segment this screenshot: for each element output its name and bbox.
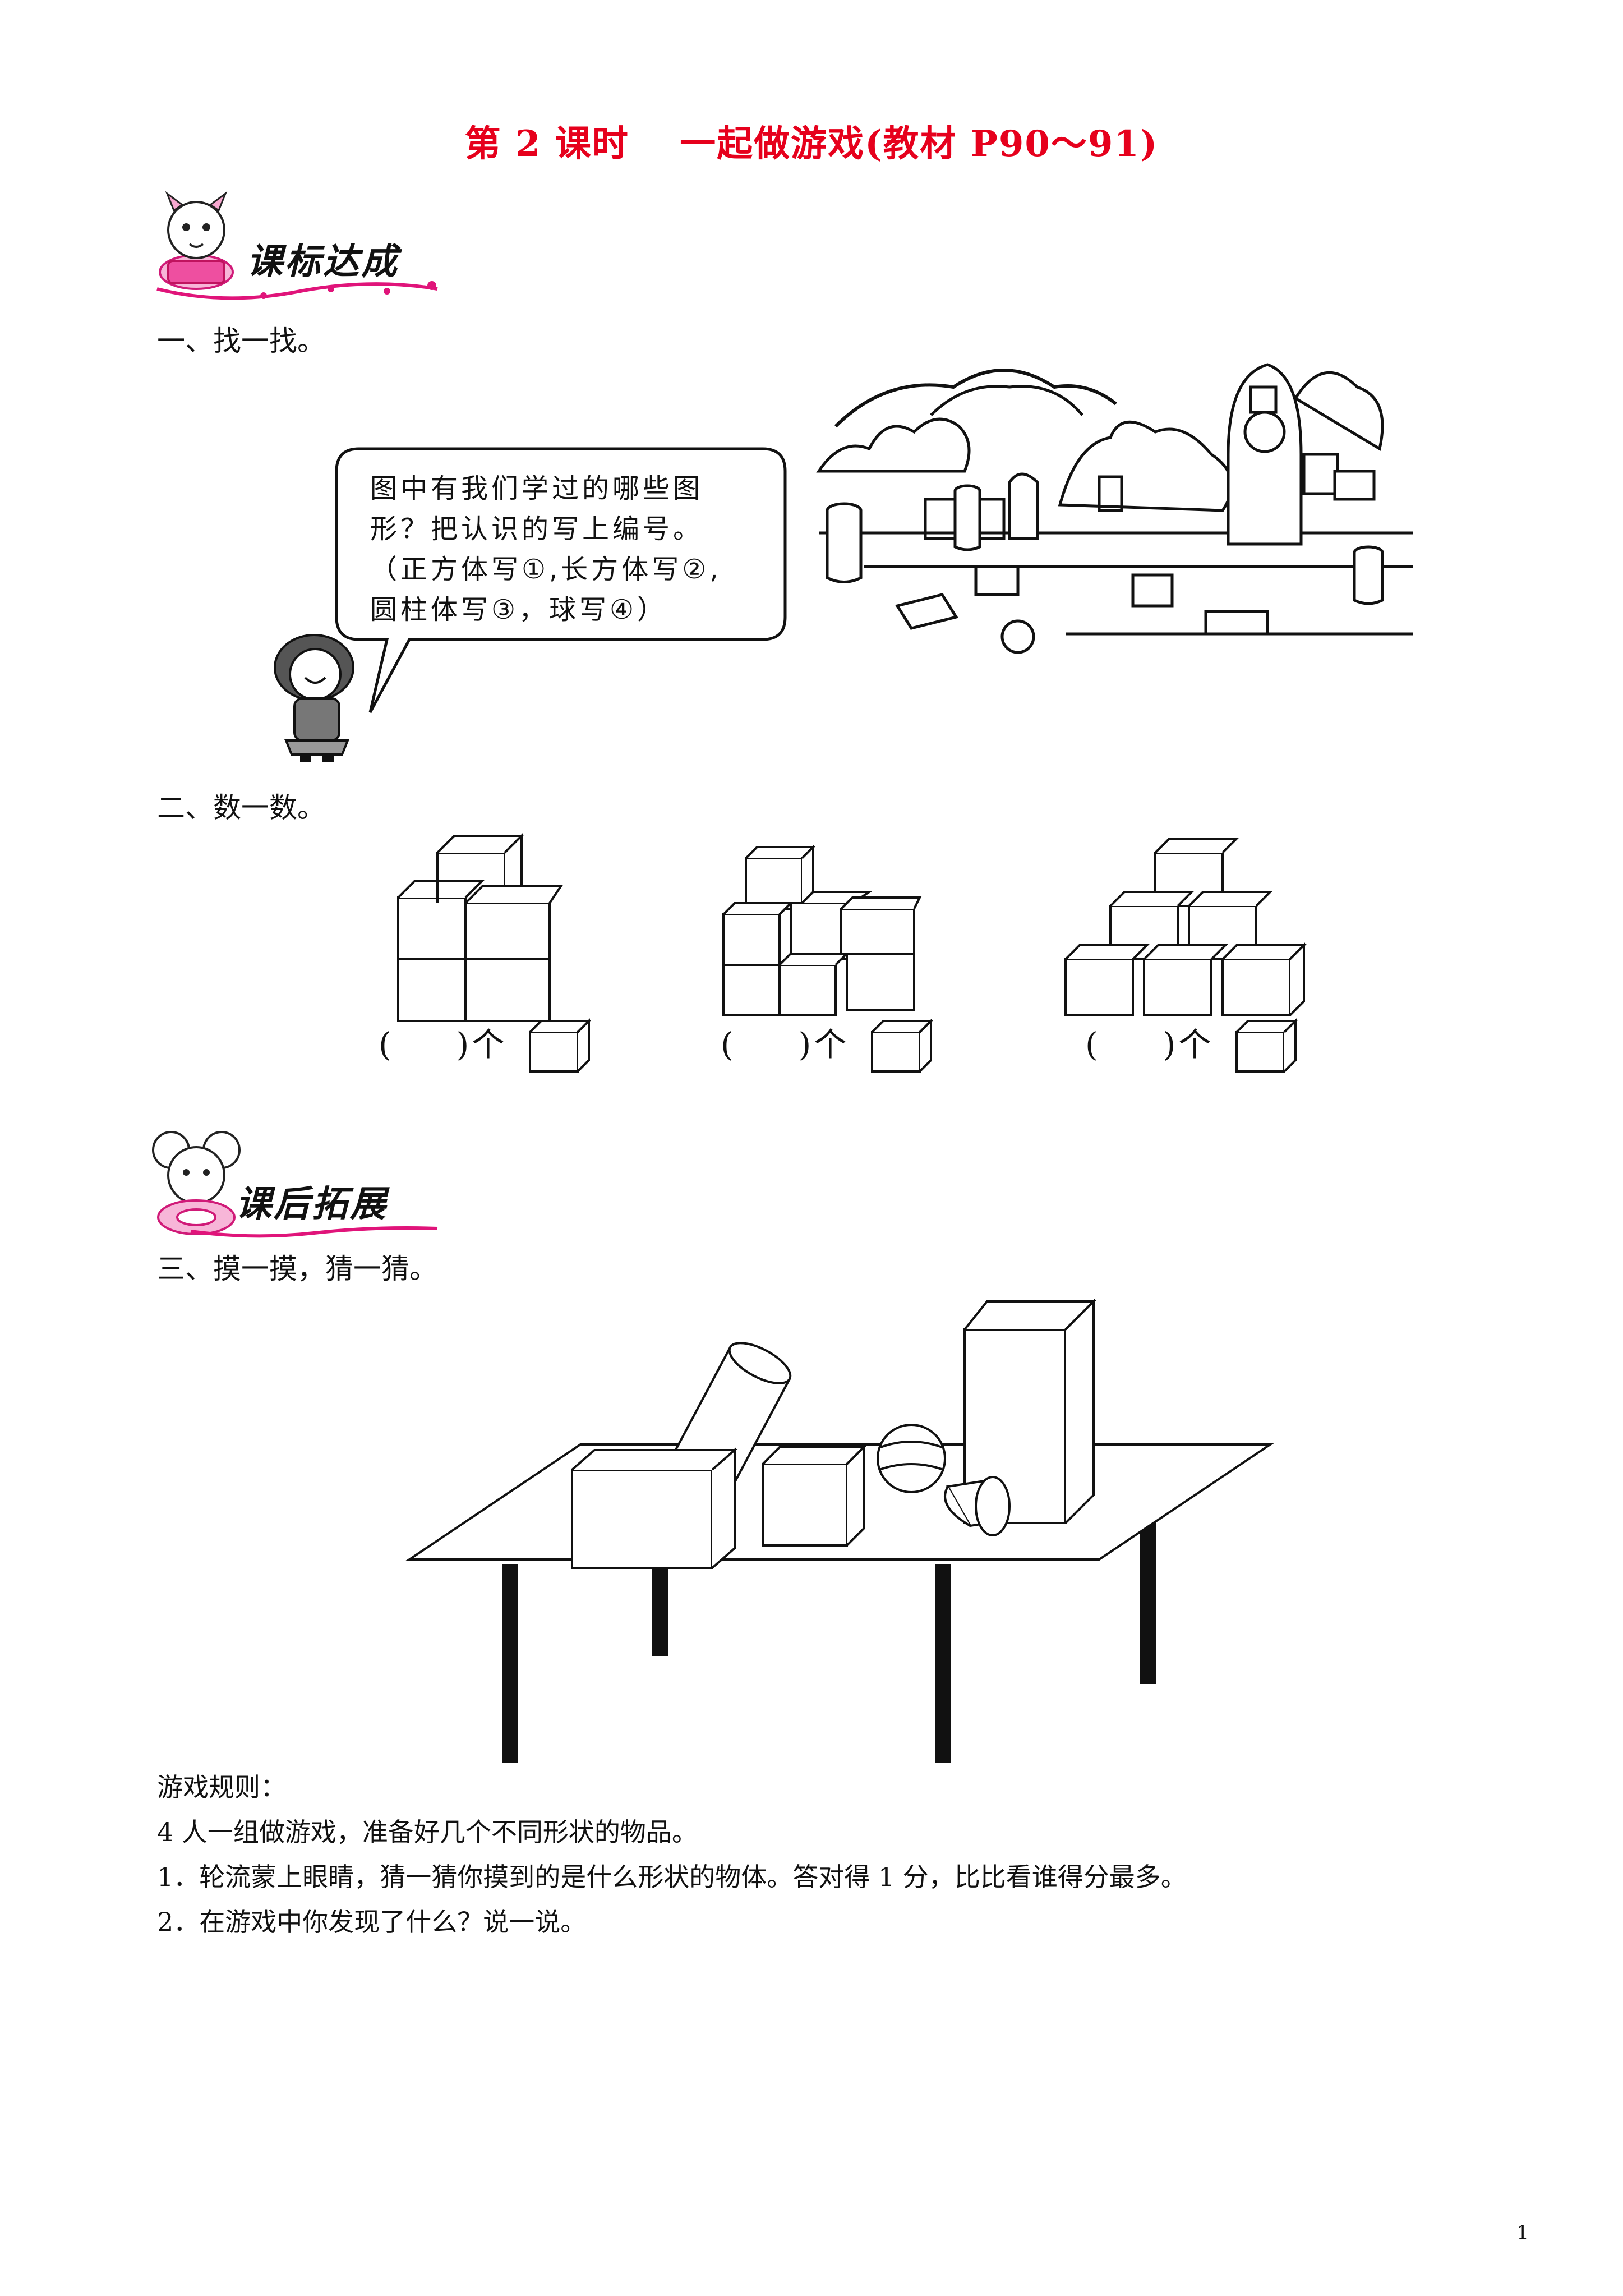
answer-blank-2[interactable]: ( ) (721, 1025, 811, 1064)
rule-line-2: 1．轮流蒙上眼睛，猜一猜你摸到的是什么形状的物体。答对得 1 分，比比看谁得分最… (157, 1862, 1187, 1892)
page-number: 1 (1516, 2221, 1529, 2244)
speech-bubble (335, 447, 787, 714)
answer-blank-3[interactable]: ( ) (1085, 1025, 1176, 1064)
girl-character-icon (274, 634, 354, 762)
section-badge-label-2: 课后拓展 (236, 1184, 388, 1225)
park-scene-illustration (816, 363, 1413, 654)
page-title: 第 2 课时 一起做游戏(教材 P90～91) (464, 123, 1159, 165)
cube-stack-1-figure (397, 833, 563, 1022)
question-3-label: 三、摸一摸，猜一猜。 (157, 1253, 437, 1285)
cube-stack-3-figure (1064, 838, 1307, 1016)
answer-row-3: ( ) 个 (1085, 1018, 1211, 1065)
answer-row-2: ( ) 个 (721, 1018, 846, 1065)
mouse-mascot-icon (152, 1131, 241, 1235)
section-badge-2: 课后拓展 (151, 1128, 438, 1245)
unit-cube-icon-1 (529, 1018, 592, 1073)
badge-underline-decoration (156, 281, 438, 300)
rule-line-3: 2．在游戏中你发现了什么？说一说。 (157, 1907, 587, 1937)
cube-stack-2-figure (722, 844, 922, 1016)
answer-unit-2: 个 (814, 1025, 847, 1064)
table-with-shapes-illustration (405, 1299, 1274, 1763)
answer-row-1: ( ) 个 (379, 1018, 504, 1065)
unit-cube-icon-3 (1235, 1018, 1298, 1073)
rules-heading: 游戏规则： (157, 1772, 286, 1802)
answer-unit-3: 个 (1178, 1025, 1211, 1064)
rule-line-1: 4 人一组做游戏，准备好几个不同形状的物品。 (157, 1817, 698, 1847)
question-1-label: 一、找一找。 (157, 325, 325, 357)
answer-unit-1: 个 (472, 1025, 505, 1064)
section-badge-label: 课标达成 (247, 241, 399, 283)
unit-cube-icon-2 (871, 1018, 934, 1073)
question-2-label: 二、数一数。 (157, 792, 325, 824)
speech-bubble-text: 图中有我们学过的哪些图 形？把认识的写上编号。 （正方体写①,长方体写②, 圆柱… (370, 473, 722, 625)
answer-blank-1[interactable]: ( ) (379, 1025, 469, 1064)
goat-mascot-icon (159, 191, 234, 290)
section-badge-1: 课标达成 (151, 188, 443, 311)
badge-underline-decoration-2 (190, 1226, 438, 1238)
